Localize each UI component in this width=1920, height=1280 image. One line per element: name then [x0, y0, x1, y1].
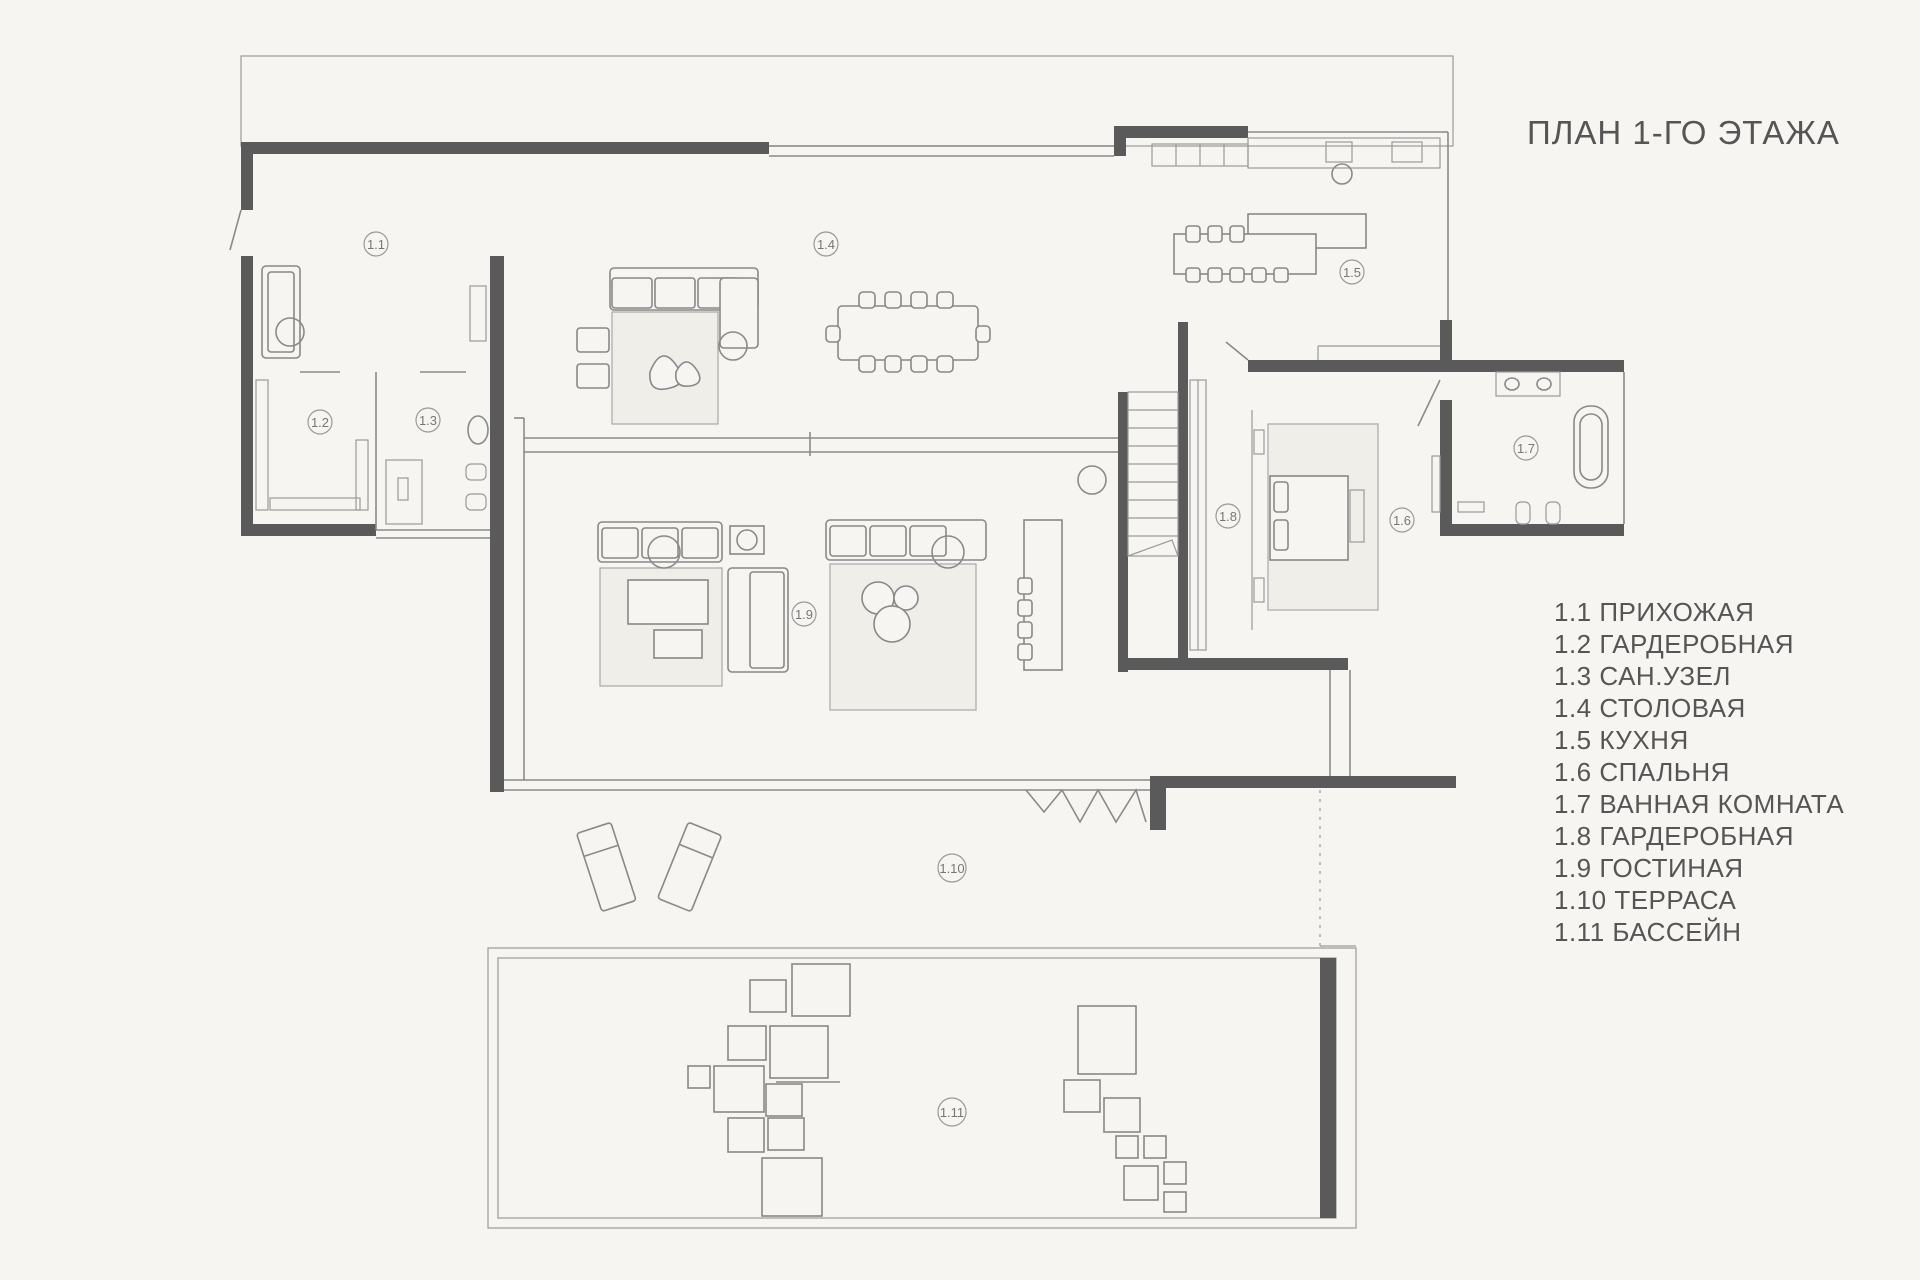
room-tag-1-11: 1.11: [937, 1097, 967, 1127]
svg-text:1.3: 1.3: [419, 413, 437, 428]
legend-item: 1.3 САН.УЗЕЛ: [1554, 661, 1731, 691]
svg-text:1.1: 1.1: [367, 237, 385, 252]
legend-item: 1.7 ВАННАЯ КОМНАТА: [1554, 789, 1845, 819]
svg-text:1.11: 1.11: [940, 1105, 964, 1120]
legend-item: 1.6 СПАЛЬНЯ: [1554, 757, 1730, 787]
legend-item: 1.11 БАССЕЙН: [1554, 917, 1742, 947]
room-tag-1-10: 1.10: [937, 853, 967, 883]
room-legend: 1.1 ПРИХОЖАЯ 1.2 ГАРДЕРОБНАЯ 1.3 САН.УЗЕ…: [1554, 596, 1844, 948]
room-tag-1-8: 1.8: [1215, 503, 1241, 529]
legend-item: 1.2 ГАРДЕРОБНАЯ: [1554, 629, 1795, 659]
room-tag-1-1: 1.1: [363, 231, 389, 257]
room-tag-1-3: 1.3: [415, 407, 441, 433]
svg-text:1.8: 1.8: [1219, 509, 1237, 524]
svg-text:1.6: 1.6: [1393, 513, 1411, 528]
room-tag-1-7: 1.7: [1513, 435, 1539, 461]
bedroom-area: [1251, 410, 1441, 630]
svg-text:1.10: 1.10: [939, 861, 964, 876]
stairs-wardrobe: [1127, 379, 1207, 651]
room-tag-1-9: 1.9: [791, 601, 817, 627]
walls: [229, 126, 1625, 830]
bathroom-area: [1457, 371, 1609, 525]
living-area: [597, 465, 1107, 711]
plan-title: ПЛАН 1-ГО ЭТАЖА: [1527, 114, 1840, 151]
pool-area: [487, 790, 1357, 1229]
svg-text:1.5: 1.5: [1343, 265, 1361, 280]
room-tags: 1.1 1.2 1.3 1.4 1.5 1.6 1.7 1.8 1.9 1.10…: [307, 231, 1539, 1127]
room-tag-1-4: 1.4: [813, 231, 839, 257]
kitchen-area: [1151, 137, 1441, 360]
room-tag-1-2: 1.2: [307, 409, 333, 435]
legend-item: 1.4 СТОЛОВАЯ: [1554, 693, 1746, 723]
entry-furniture: [255, 265, 489, 530]
legend-item: 1.9 ГОСТИНАЯ: [1554, 853, 1744, 883]
svg-text:1.4: 1.4: [817, 237, 835, 252]
room-tag-1-6: 1.6: [1389, 507, 1415, 533]
terrace-area: [576, 788, 1147, 912]
svg-text:1.2: 1.2: [311, 415, 329, 430]
svg-text:1.7: 1.7: [1517, 441, 1535, 456]
legend-item: 1.5 КУХНЯ: [1554, 725, 1689, 755]
legend-item: 1.1 ПРИХОЖАЯ: [1554, 597, 1755, 627]
legend-item: 1.10 ТЕРРАСА: [1554, 885, 1737, 915]
room-tag-1-5: 1.5: [1339, 259, 1365, 285]
dining-area: [576, 267, 991, 456]
svg-text:1.9: 1.9: [795, 607, 813, 622]
legend-item: 1.8 ГАРДЕРОБНАЯ: [1554, 821, 1795, 851]
